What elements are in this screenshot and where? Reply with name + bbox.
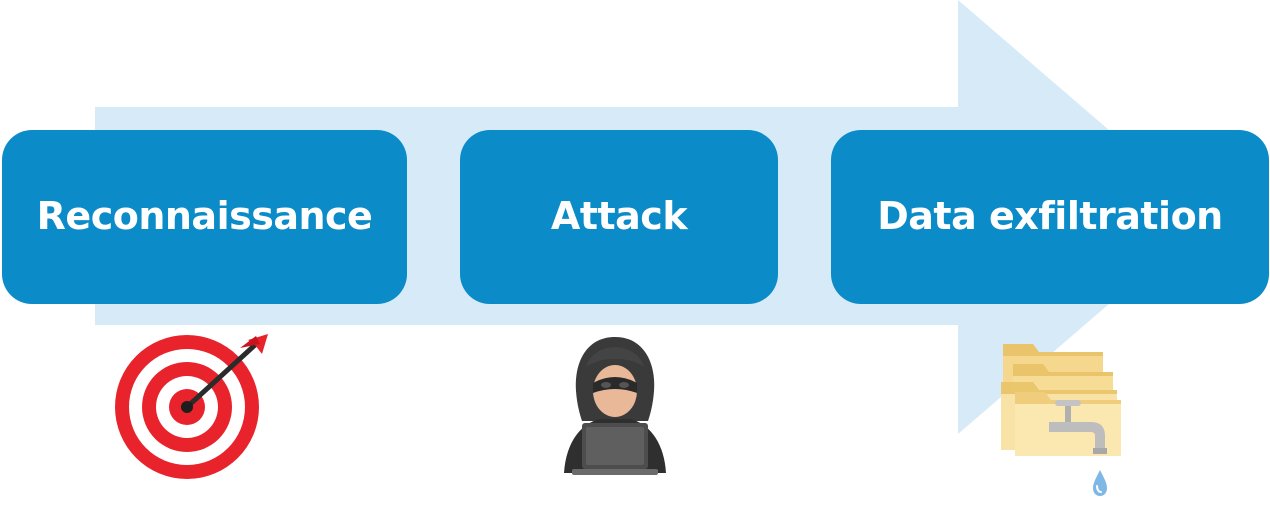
stage-reconnaissance-label: Reconnaissance	[36, 194, 373, 238]
folder-leak-icon	[1001, 344, 1121, 496]
target-icon	[115, 334, 268, 479]
stage-attack: Attack	[460, 130, 778, 304]
stage-reconnaissance: Reconnaissance	[2, 130, 407, 304]
stage-data-exfiltration-label: Data exfiltration	[877, 194, 1223, 238]
stage-data-exfiltration: Data exfiltration	[831, 130, 1269, 304]
hacker-icon	[564, 337, 666, 475]
stage-attack-label: Attack	[550, 194, 688, 238]
